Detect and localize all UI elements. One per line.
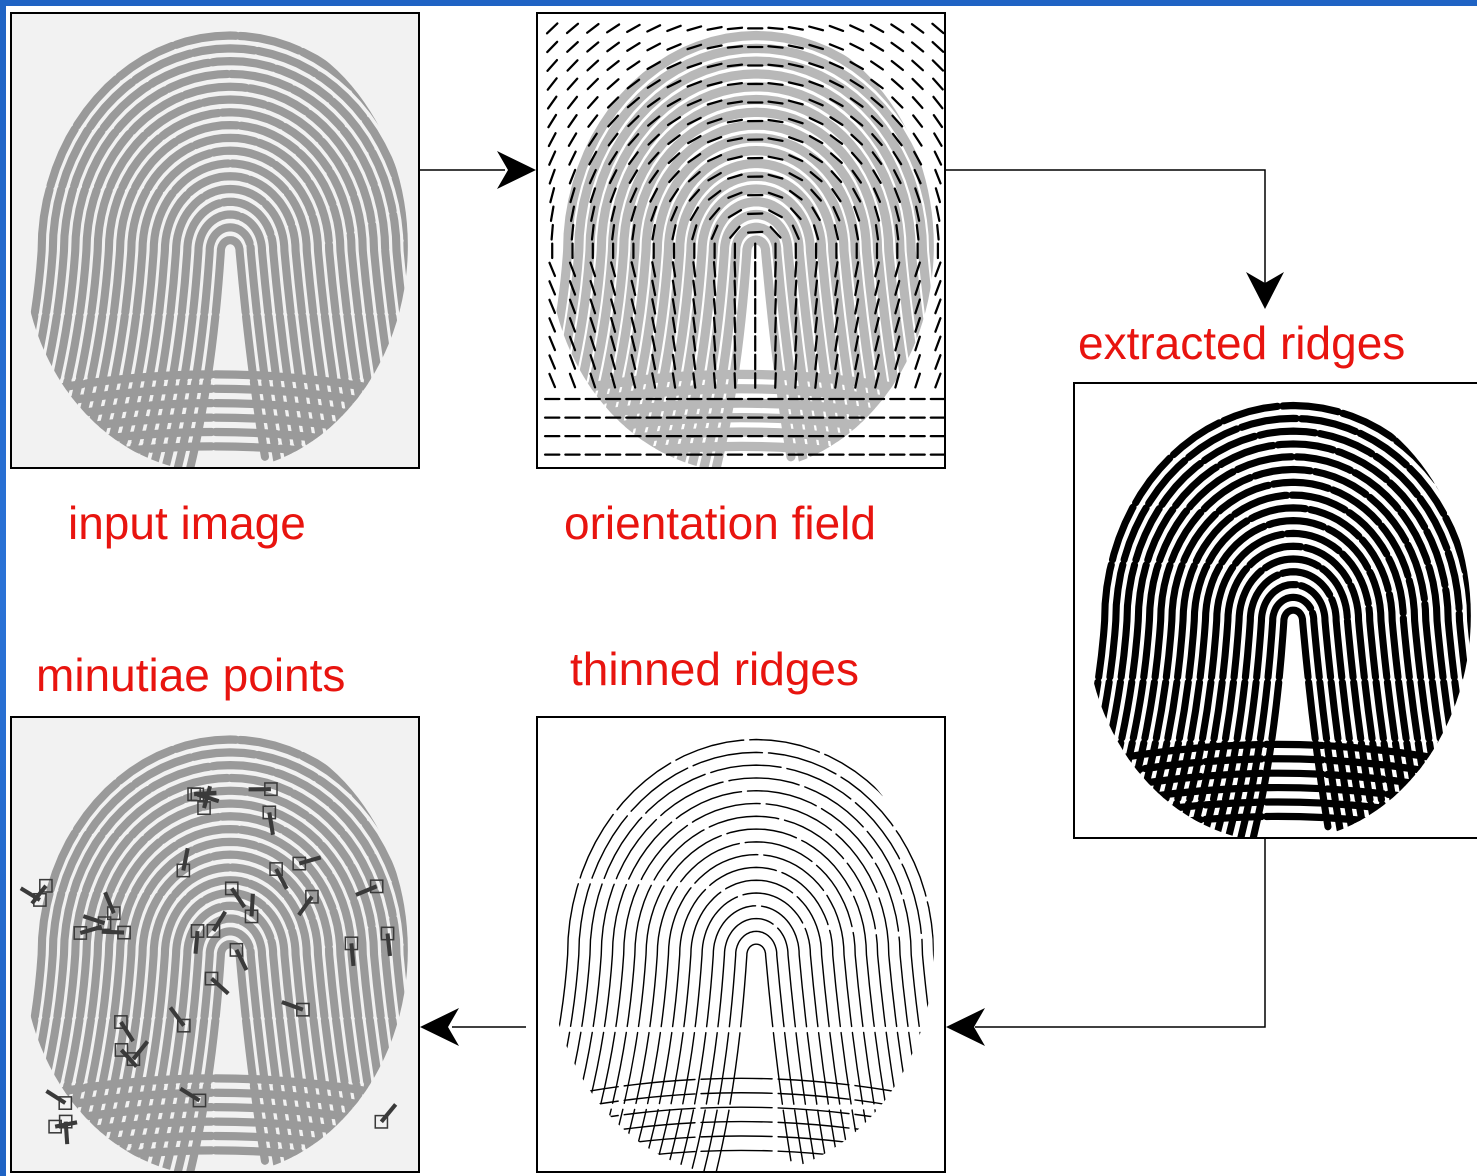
label-minutiae-points: minutiae points <box>36 649 346 701</box>
minutiae-points-panel <box>10 716 420 1173</box>
label-input-image: input image <box>68 497 306 549</box>
extracted-ridges-panel <box>1073 382 1477 839</box>
thinned-ridges-image <box>538 718 944 1171</box>
orientation-field-panel <box>536 12 946 469</box>
label-extracted-ridges: extracted ridges <box>1078 317 1406 369</box>
arrow-input-to-orientation <box>420 151 536 189</box>
input-fingerprint-image <box>12 14 418 467</box>
extracted-ridges-image <box>1075 384 1477 837</box>
thinned-ridges-panel <box>536 716 946 1173</box>
orientation-field-image <box>538 14 944 467</box>
arrow-extracted-to-thinned <box>946 839 1266 1046</box>
minutiae-points-image <box>12 718 418 1171</box>
input-image-panel <box>10 12 420 469</box>
arrow-orientation-to-extracted <box>946 169 1284 309</box>
slide-frame-left <box>0 0 6 1176</box>
arrow-thinned-to-minutiae <box>420 1008 526 1046</box>
label-thinned-ridges: thinned ridges <box>570 643 859 695</box>
slide-frame-top <box>0 0 1477 6</box>
label-orientation-field: orientation field <box>564 497 876 549</box>
